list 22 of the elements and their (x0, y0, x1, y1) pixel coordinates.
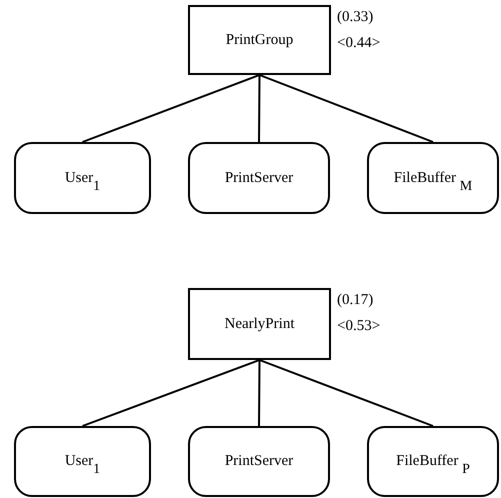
probability-label: <0.53> (337, 318, 380, 335)
connector-line (259, 74, 434, 143)
component-box (14, 142, 151, 214)
node-label: NearlyPrint (224, 316, 294, 332)
component-box (14, 426, 151, 497)
connector-line (82, 74, 260, 143)
probability-label: (0.17) (337, 292, 374, 309)
node-label: PrintServer (224, 170, 294, 186)
connector-line (82, 359, 260, 427)
connector-line (259, 359, 434, 427)
class-box (188, 288, 331, 360)
component-box (367, 426, 499, 497)
node-label: PrintServer (224, 453, 294, 470)
component-box (188, 426, 330, 497)
probability-label: (0.33) (337, 9, 374, 26)
node-label: PrintGroup (226, 32, 294, 48)
connector-line (258, 360, 260, 426)
class-box (188, 5, 331, 75)
probability-label: <0.44> (337, 35, 380, 52)
connector-line (258, 75, 260, 142)
component-box (188, 142, 330, 214)
component-box (367, 142, 499, 214)
